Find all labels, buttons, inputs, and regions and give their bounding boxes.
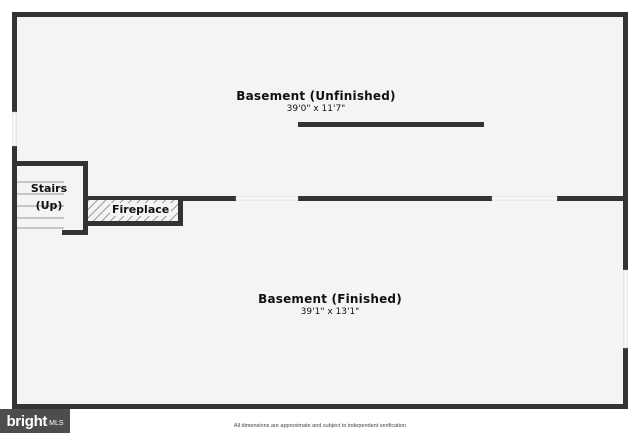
fireplace-wall-bottom [85, 221, 183, 226]
divider-opening [235, 196, 299, 201]
outer-wall-left-upper [12, 12, 17, 112]
brand-name: bright [6, 412, 48, 430]
divider-wall-segment [88, 196, 236, 201]
window-left [12, 111, 17, 147]
stairs-box [17, 164, 85, 232]
stairs-wall-right [83, 161, 88, 235]
outer-wall-right-upper [623, 12, 628, 270]
divider-opening [491, 196, 558, 201]
fireplace-label: Fireplace [110, 203, 172, 216]
stairs-wall-bottom [62, 230, 88, 235]
room-dimensions: 39'0" x 11'7" [286, 104, 346, 114]
disclaimer-text: All dimensions are approximate and subje… [233, 423, 407, 429]
bright-mls-logo: bright MLS [0, 409, 70, 433]
outer-wall-right-lower [623, 348, 628, 409]
outer-wall-left-lower [12, 146, 17, 409]
brand-suffix: MLS [49, 419, 64, 427]
divider-wall-segment [557, 196, 625, 201]
outer-wall-top [12, 12, 628, 17]
window-right [623, 269, 628, 349]
stairs-label: Stairs (Up) [18, 180, 80, 214]
room-label-finished: Basement (Finished) 39'1" x 13'1" [230, 292, 430, 317]
room-name: Basement (Unfinished) [236, 89, 396, 103]
fireplace-wall-right [178, 196, 183, 226]
interior-wall-beam [298, 122, 484, 127]
room-dimensions: 39'1" x 13'1" [300, 307, 360, 317]
outer-wall-bottom [12, 404, 628, 409]
divider-wall-segment [298, 196, 492, 201]
room-name: Basement (Finished) [258, 292, 402, 306]
stairs-label-line1: Stairs [30, 182, 68, 195]
stairs-label-line2: (Up) [35, 199, 63, 212]
stairs-wall-top [15, 161, 88, 166]
room-label-unfinished: Basement (Unfinished) 39'0" x 11'7" [216, 89, 416, 114]
